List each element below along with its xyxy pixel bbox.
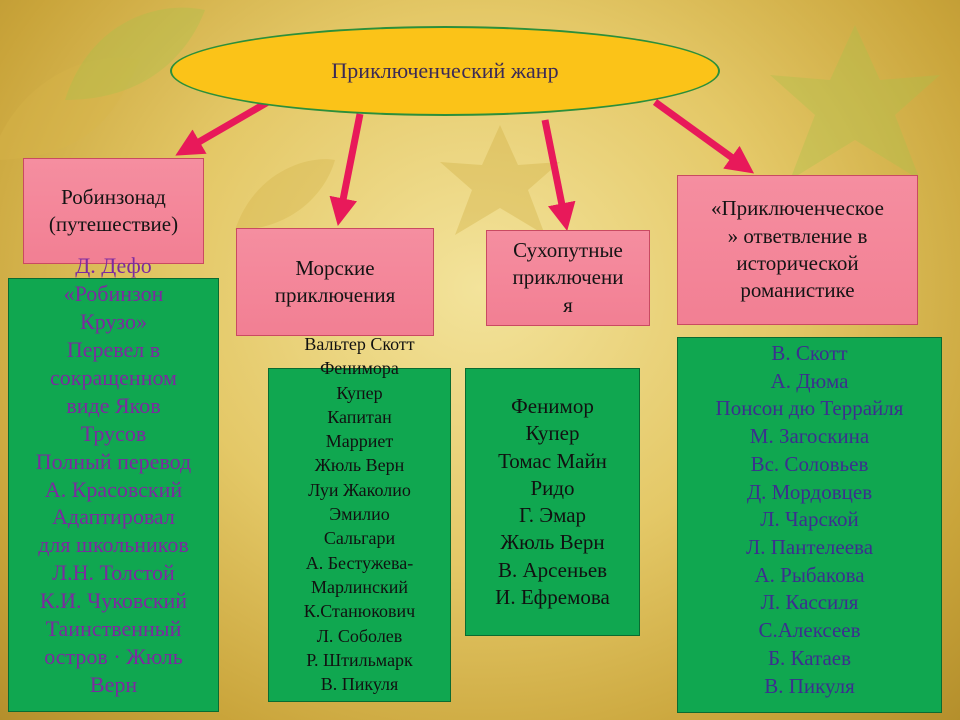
- list-item: Таинственный: [45, 616, 182, 642]
- list-item: А. Бестужева-: [305, 552, 414, 573]
- list-item: Полный перевод: [35, 448, 192, 474]
- leaf-decoration-icon: [770, 25, 940, 180]
- list-item: Купер: [336, 382, 383, 403]
- arrow-to-sea: [329, 113, 364, 226]
- list-item: Д. Дефо: [75, 253, 152, 278]
- list-item: Фенимора: [320, 358, 399, 379]
- arrow-to-land: [541, 119, 576, 231]
- category-label-line: «Приключенческое: [710, 196, 885, 221]
- list-item: Купер: [525, 421, 580, 446]
- list-item: Понсон дю Террайля: [715, 396, 904, 421]
- list-item: Жюль Верн: [500, 530, 605, 555]
- arrow-to-robinsonade: [175, 98, 270, 156]
- list-item: А. Дюма: [770, 368, 849, 393]
- list-item: Сальгари: [323, 528, 396, 549]
- category-label-line: Морские: [295, 255, 375, 280]
- list-item: Томас Майн: [498, 448, 607, 473]
- leaf-decoration-icon: [440, 125, 560, 235]
- list-item: В. Скотт: [771, 341, 848, 365]
- list-item: Л.Н. Толстой: [52, 560, 175, 586]
- arrow-to-historical: [652, 99, 755, 174]
- list-item: В. Арсеньев: [497, 557, 608, 582]
- list-item: Б. Катаев: [767, 645, 852, 670]
- category-label-line: я: [563, 292, 573, 317]
- list-item: М. Загоскина: [749, 424, 870, 449]
- category-label-line: приключения: [274, 283, 396, 307]
- category-label-line: (путешествие): [48, 212, 179, 236]
- list-item: «Робинзон: [63, 280, 164, 306]
- category-sea: Морские приключения: [236, 228, 434, 336]
- root-genre-label: Приключенческий жанр: [331, 58, 559, 83]
- list-item: А. Рыбакова: [754, 562, 865, 587]
- list-item: Адаптировал: [52, 504, 175, 530]
- list-item: В. Пикуля: [320, 674, 399, 695]
- list-item: С.Алексеев: [758, 618, 861, 643]
- list-item: Л. Пантелеева: [745, 535, 874, 560]
- list-item: Вс. Соловьев: [750, 451, 869, 476]
- list-item: Жюль Верн: [314, 455, 405, 476]
- list-item: Трусов: [80, 420, 147, 446]
- list-item: Фенимор: [511, 394, 594, 418]
- list-item: Л. Кассиля: [760, 590, 859, 615]
- list-item: сокращенном: [50, 364, 177, 390]
- category-label-line: Сухопутные: [513, 238, 623, 263]
- leaf-decoration-icon: [0, 57, 140, 160]
- list-item: И. Ефремова: [495, 585, 610, 610]
- category-label-line: приключени: [512, 265, 624, 290]
- category-robinsonade: Робинзонад (путешествие): [23, 158, 204, 264]
- leaf-decoration-icon: [235, 159, 335, 230]
- category-label-line: романистике: [740, 278, 855, 303]
- list-item: Д. Мордовцев: [746, 479, 873, 504]
- category-label-line: исторической: [736, 251, 859, 275]
- list-item: Вальтер Скотт: [304, 334, 415, 354]
- list-item: для школьников: [38, 532, 189, 558]
- list-item: К.И. Чуковский: [39, 588, 188, 614]
- list-item: Л. Чарской: [760, 507, 859, 532]
- list-item: Р. Штильмарк: [306, 649, 413, 670]
- list-item: Луи Жаколио: [308, 479, 411, 500]
- list-item: Г. Эмар: [518, 503, 587, 528]
- category-land: Сухопутные приключени я: [486, 230, 650, 326]
- list-item: Марлинский: [310, 576, 408, 597]
- list-box-sea: [268, 368, 451, 702]
- list-item: К.Станюкович: [303, 601, 416, 622]
- list-item: Эмилио: [329, 504, 390, 525]
- list-item: Верн: [89, 672, 138, 698]
- list-item: Марриет: [325, 431, 394, 452]
- list-item: Ридо: [530, 475, 575, 500]
- list-item: виде Яков: [66, 392, 161, 418]
- list-item: Капитан: [327, 406, 392, 427]
- list-item: Перевел в: [66, 336, 161, 362]
- root-genre-node: Приключенческий жанр: [170, 26, 720, 116]
- category-historical: «Приключенческое » ответвление в историч…: [677, 175, 918, 325]
- category-label-line: » ответвление в: [727, 223, 868, 248]
- category-label-line: Робинзонад: [61, 184, 166, 209]
- list-box-robinsonade: [8, 278, 219, 712]
- list-item: Л. Соболев: [316, 625, 403, 646]
- list-item: А. Красовский: [44, 476, 183, 502]
- list-item: Крузо»: [80, 308, 147, 334]
- list-item: В. Пикуля: [764, 673, 855, 698]
- list-item: остров · Жюль: [44, 644, 183, 670]
- leaf-decoration-icon: [65, 7, 205, 100]
